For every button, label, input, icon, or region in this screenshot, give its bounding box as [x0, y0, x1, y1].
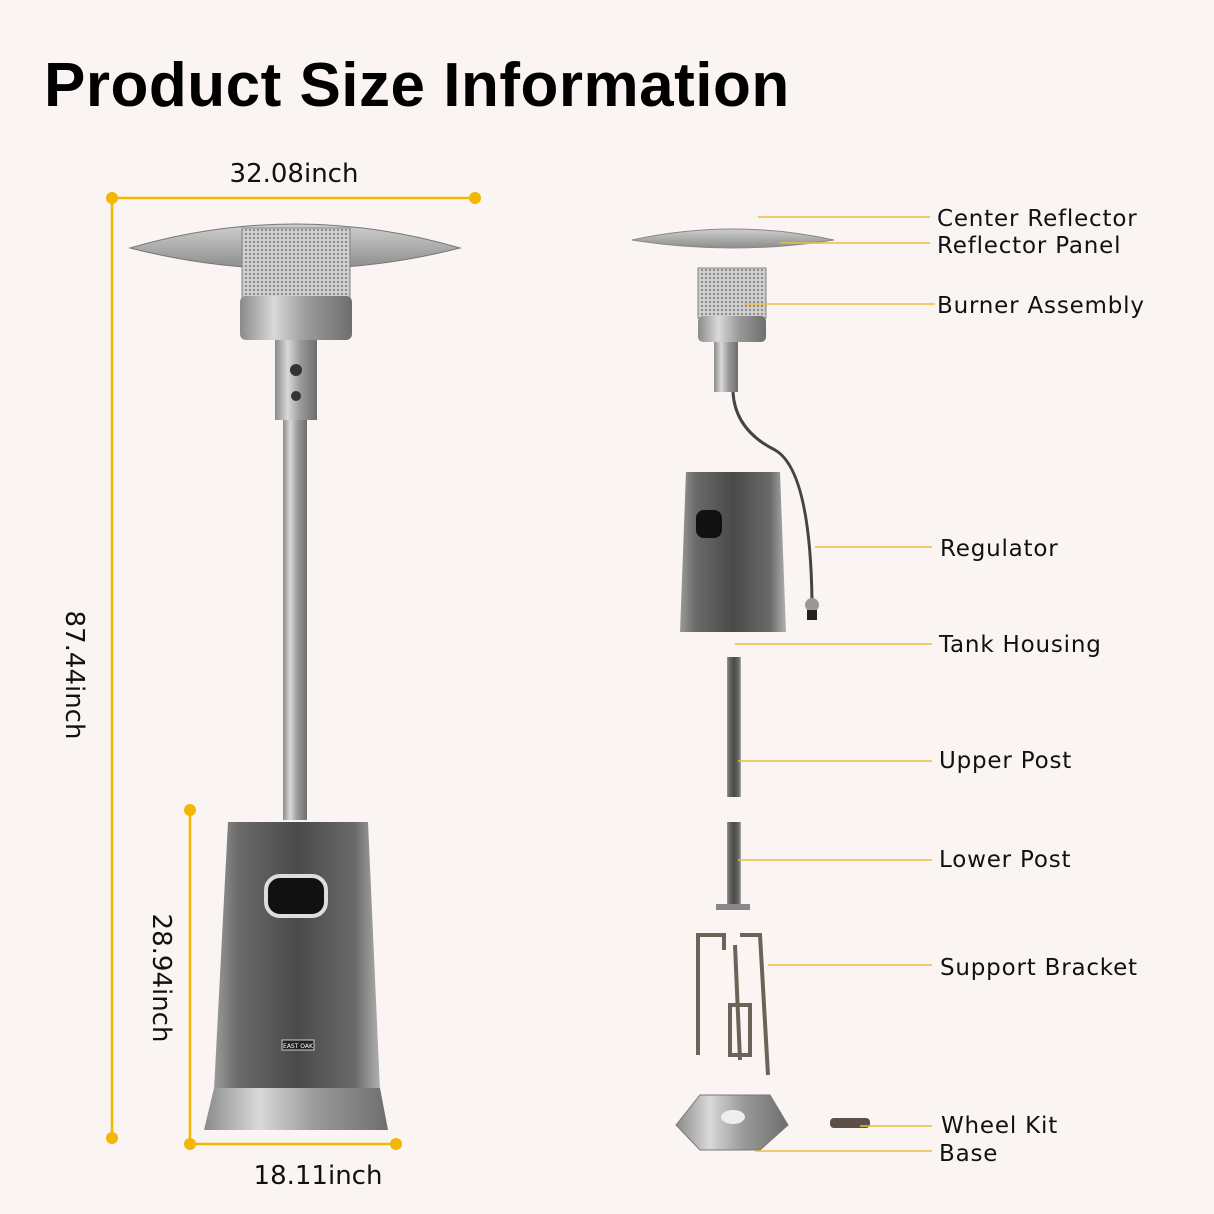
part-label-wheel-kit: Wheel Kit [941, 1113, 1058, 1139]
part-label-support-bracket: Support Bracket [940, 955, 1138, 981]
part-label-regulator: Regulator [940, 536, 1059, 562]
width-label: 32.08inch [230, 159, 359, 189]
base-height-dimension: 28.94inch [146, 804, 196, 1144]
part-label-tank-housing: Tank Housing [938, 632, 1102, 658]
height-dimension: 87.44inch [59, 198, 118, 1144]
part-callouts: Center Reflector Reflector Panel Burner … [735, 206, 1145, 1167]
base-width-label: 18.11inch [254, 1161, 383, 1191]
part-label-burner-assembly: Burner Assembly [937, 293, 1145, 319]
page-title: Product Size Information [44, 51, 790, 120]
part-label-reflector-panel: Reflector Panel [937, 233, 1121, 259]
exploded-parts-image [631, 228, 870, 1151]
part-label-base: Base [939, 1141, 998, 1167]
base-width-dimension: 18.11inch [184, 1138, 402, 1191]
part-label-upper-post: Upper Post [939, 748, 1072, 774]
part-label-center-reflector: Center Reflector [937, 206, 1137, 232]
part-label-lower-post: Lower Post [939, 847, 1071, 873]
assembled-heater-image: EAST OAK [128, 223, 462, 1130]
svg-text:EAST OAK: EAST OAK [283, 1043, 314, 1050]
width-dimension: 32.08inch [106, 159, 481, 204]
height-label: 87.44inch [59, 611, 89, 740]
base-height-label: 28.94inch [146, 914, 176, 1043]
brand-plate [281, 1039, 315, 1051]
